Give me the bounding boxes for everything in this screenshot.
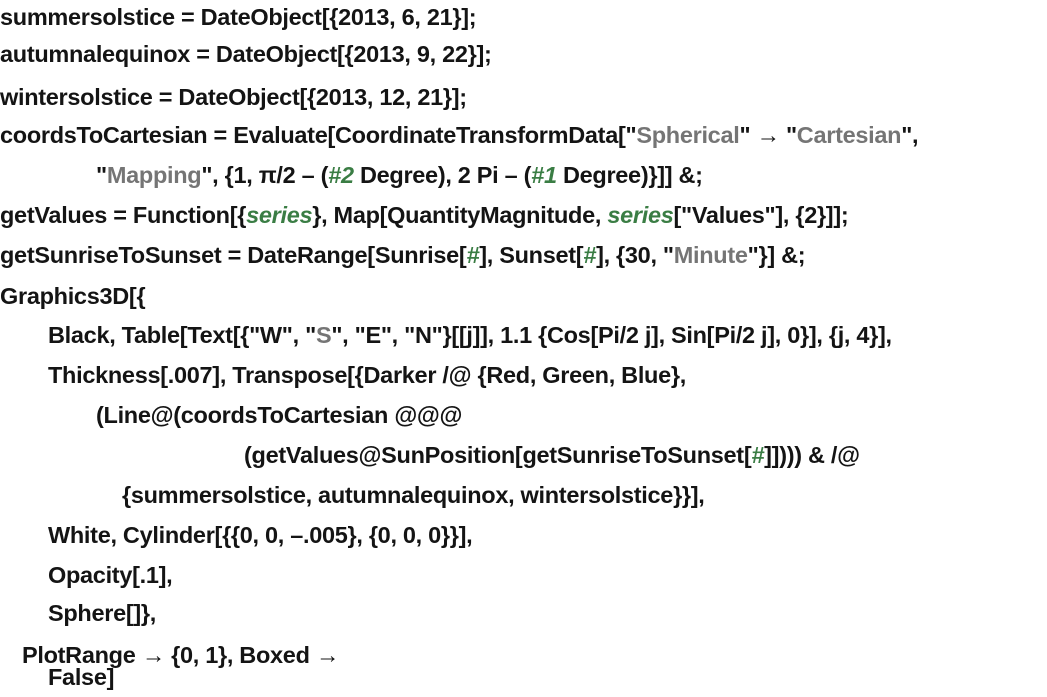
code-token: "}] &; bbox=[747, 242, 806, 268]
string-token: S bbox=[315, 322, 332, 348]
code-line-6: getValues = Function[{series}, Map[Quant… bbox=[0, 198, 849, 232]
code-token: (getValues@SunPosition[getSunriseToSunse… bbox=[244, 442, 752, 468]
code-line-5: "Mapping", {1, π/2 – (#2 Degree), 2 Pi –… bbox=[96, 158, 703, 192]
code-line-18: False] bbox=[48, 660, 114, 694]
code-line-9: Black, Table[Text[{"W", "S", "E", "N"}[[… bbox=[48, 318, 892, 352]
code-line-4: coordsToCartesian = Evaluate[CoordinateT… bbox=[0, 118, 919, 152]
code-line-15: Opacity[.1], bbox=[48, 558, 173, 592]
code-token: Black, Table[Text[{"W", " bbox=[48, 322, 316, 348]
code-line-1: summersolstice = DateObject[{2013, 6, 21… bbox=[0, 0, 477, 34]
code-token: getSunriseToSunset = DateRange[Sunrise[ bbox=[0, 242, 467, 268]
code-token: ], {30, " bbox=[596, 242, 674, 268]
code-token: False] bbox=[48, 664, 115, 690]
code-token: wintersolstice = DateObject[{2013, 12, 2… bbox=[0, 84, 467, 110]
code-token: Opacity[.1], bbox=[48, 562, 173, 588]
code-token: ]]))) & /@ bbox=[764, 442, 860, 468]
slot-token: #1 bbox=[531, 162, 557, 188]
code-line-17: PlotRange → {0, 1}, Boxed → bbox=[22, 638, 339, 672]
code-token: (Line@(coordsToCartesian @@@ bbox=[96, 402, 463, 428]
code-token: Degree), 2 Pi – ( bbox=[353, 162, 532, 188]
code-token: " bbox=[96, 162, 107, 188]
slot-token: #2 bbox=[328, 162, 354, 188]
code-token: ", "E", "N"}[[j]], 1.1 {Cos[Pi/2 j], Sin… bbox=[331, 322, 892, 348]
code-line-3: wintersolstice = DateObject[{2013, 12, 2… bbox=[0, 80, 467, 114]
variable-token: series bbox=[246, 202, 313, 228]
code-token: ", bbox=[901, 122, 919, 148]
code-token: getValues = Function[{ bbox=[0, 202, 247, 228]
code-token: }, Map[QuantityMagnitude, bbox=[312, 202, 608, 228]
code-token: " → " bbox=[739, 122, 797, 148]
code-line-10: Thickness[.007], Transpose[{Darker /@ {R… bbox=[48, 358, 686, 392]
code-token: Graphics3D[{ bbox=[0, 283, 146, 309]
code-line-2: autumnalequinox = DateObject[{2013, 9, 2… bbox=[0, 37, 492, 71]
code-token: ", {1, π/2 – ( bbox=[201, 162, 329, 188]
code-token: coordsToCartesian = Evaluate[CoordinateT… bbox=[0, 122, 637, 148]
slot-token: # bbox=[751, 442, 765, 468]
code-token: ], Sunset[ bbox=[479, 242, 584, 268]
code-line-14: White, Cylinder[{{0, 0, –.005}, {0, 0, 0… bbox=[48, 518, 473, 552]
code-token: Sphere[]}, bbox=[48, 600, 156, 626]
code-line-8: Graphics3D[{ bbox=[0, 279, 146, 313]
code-token: Degree)}]] &; bbox=[556, 162, 703, 188]
code-line-11: (Line@(coordsToCartesian @@@ bbox=[96, 398, 462, 432]
variable-token: series bbox=[607, 202, 674, 228]
code-token: White, Cylinder[{{0, 0, –.005}, {0, 0, 0… bbox=[48, 522, 473, 548]
code-token: PlotRange → {0, 1}, Boxed → bbox=[22, 642, 340, 668]
string-token: Cartesian bbox=[796, 122, 902, 148]
string-token: Spherical bbox=[636, 122, 740, 148]
string-token: Minute bbox=[673, 242, 748, 268]
string-token: Mapping bbox=[106, 162, 202, 188]
code-token: summersolstice = DateObject[{2013, 6, 21… bbox=[0, 4, 477, 30]
code-line-7: getSunriseToSunset = DateRange[Sunrise[#… bbox=[0, 238, 806, 272]
code-token: ["Values"], {2}]]; bbox=[673, 202, 849, 228]
code-token: {summersolstice, autumnalequinox, winter… bbox=[122, 482, 705, 508]
code-line-16: Sphere[]}, bbox=[48, 596, 156, 630]
code-token: autumnalequinox = DateObject[{2013, 9, 2… bbox=[0, 41, 492, 67]
slot-token: # bbox=[466, 242, 480, 268]
slot-token: # bbox=[583, 242, 597, 268]
code-line-12: (getValues@SunPosition[getSunriseToSunse… bbox=[244, 438, 860, 472]
code-line-13: {summersolstice, autumnalequinox, winter… bbox=[122, 478, 705, 512]
code-token: Thickness[.007], Transpose[{Darker /@ {R… bbox=[48, 362, 686, 388]
